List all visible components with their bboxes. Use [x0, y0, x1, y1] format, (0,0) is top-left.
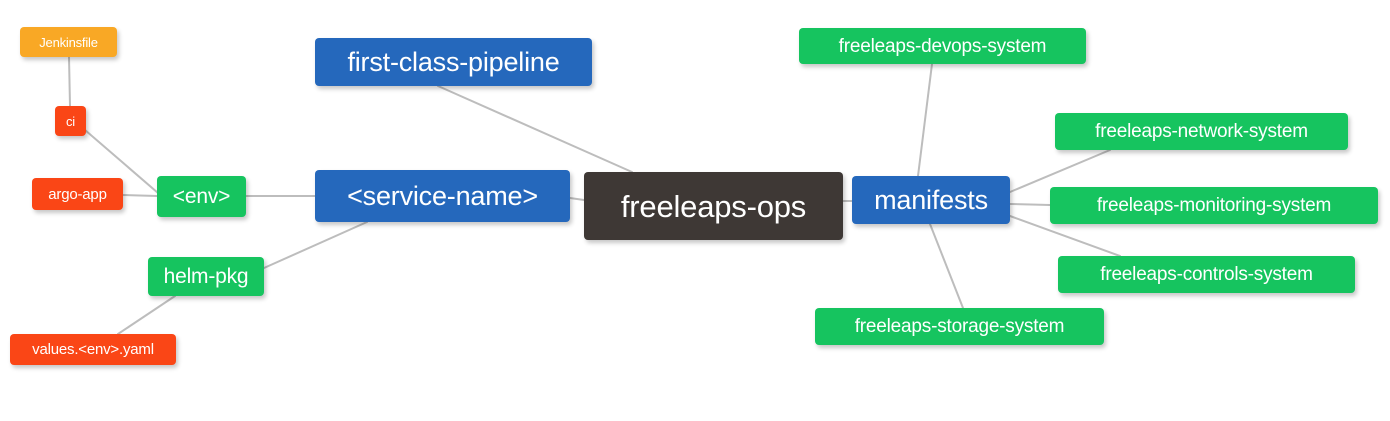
node-label-freeleaps-network-system: freeleaps-network-system	[1095, 121, 1308, 142]
edge-jenkinsfile-to-ci	[68, 56, 71, 107]
node-ci[interactable]: ci	[55, 106, 86, 136]
edge-argo-app-to-env	[121, 194, 158, 197]
node-jenkinsfile[interactable]: Jenkinsfile	[20, 27, 117, 57]
node-values-yaml[interactable]: values.<env>.yaml	[10, 334, 176, 365]
node-label-first-class-pipeline: first-class-pipeline	[347, 46, 560, 77]
node-label-jenkinsfile: Jenkinsfile	[39, 34, 98, 50]
edge-manifests-to-freeleaps-storage-system	[929, 223, 964, 309]
node-label-freeleaps-devops-system: freeleaps-devops-system	[838, 35, 1047, 57]
node-label-freeleaps-storage-system: freeleaps-storage-system	[854, 316, 1065, 337]
node-label-manifests: manifests	[874, 184, 988, 215]
edge-values-yaml-to-helm-pkg	[117, 295, 176, 335]
edge-manifests-to-freeleaps-devops-system	[917, 63, 933, 177]
node-label-freeleaps-controls-system: freeleaps-controls-system	[1100, 264, 1313, 285]
node-label-ci: ci	[66, 113, 75, 129]
node-freeleaps-network-system[interactable]: freeleaps-network-system	[1055, 113, 1348, 150]
node-label-helm-pkg: helm-pkg	[163, 265, 249, 288]
node-service-name[interactable]: <service-name>	[315, 170, 570, 222]
edge-helm-pkg-to-service-name	[263, 221, 368, 269]
edge-service-name-to-freeleaps-ops	[569, 197, 585, 201]
node-env[interactable]: <env>	[157, 176, 246, 217]
node-helm-pkg[interactable]: helm-pkg	[148, 257, 264, 296]
node-label-freeleaps-ops: freeleaps-ops	[620, 188, 807, 224]
node-label-freeleaps-monitoring-system: freeleaps-monitoring-system	[1096, 195, 1332, 216]
node-label-argo-app: argo-app	[48, 185, 107, 203]
node-label-values-yaml: values.<env>.yaml	[32, 341, 154, 358]
edge-manifests-to-freeleaps-network-system	[1009, 149, 1111, 193]
node-first-class-pipeline[interactable]: first-class-pipeline	[315, 38, 592, 86]
node-argo-app[interactable]: argo-app	[32, 178, 123, 210]
node-freeleaps-monitoring-system[interactable]: freeleaps-monitoring-system	[1050, 187, 1378, 224]
edge-first-class-pipeline-to-freeleaps-ops	[437, 85, 633, 173]
node-freeleaps-controls-system[interactable]: freeleaps-controls-system	[1058, 256, 1355, 293]
node-label-env: <env>	[172, 185, 231, 208]
node-label-service-name: <service-name>	[347, 180, 538, 211]
edge-manifests-to-freeleaps-monitoring-system	[1009, 203, 1051, 206]
node-freeleaps-devops-system[interactable]: freeleaps-devops-system	[799, 28, 1086, 64]
node-manifests[interactable]: manifests	[852, 176, 1010, 224]
node-freeleaps-ops[interactable]: freeleaps-ops	[584, 172, 843, 240]
node-freeleaps-storage-system[interactable]: freeleaps-storage-system	[815, 308, 1104, 345]
